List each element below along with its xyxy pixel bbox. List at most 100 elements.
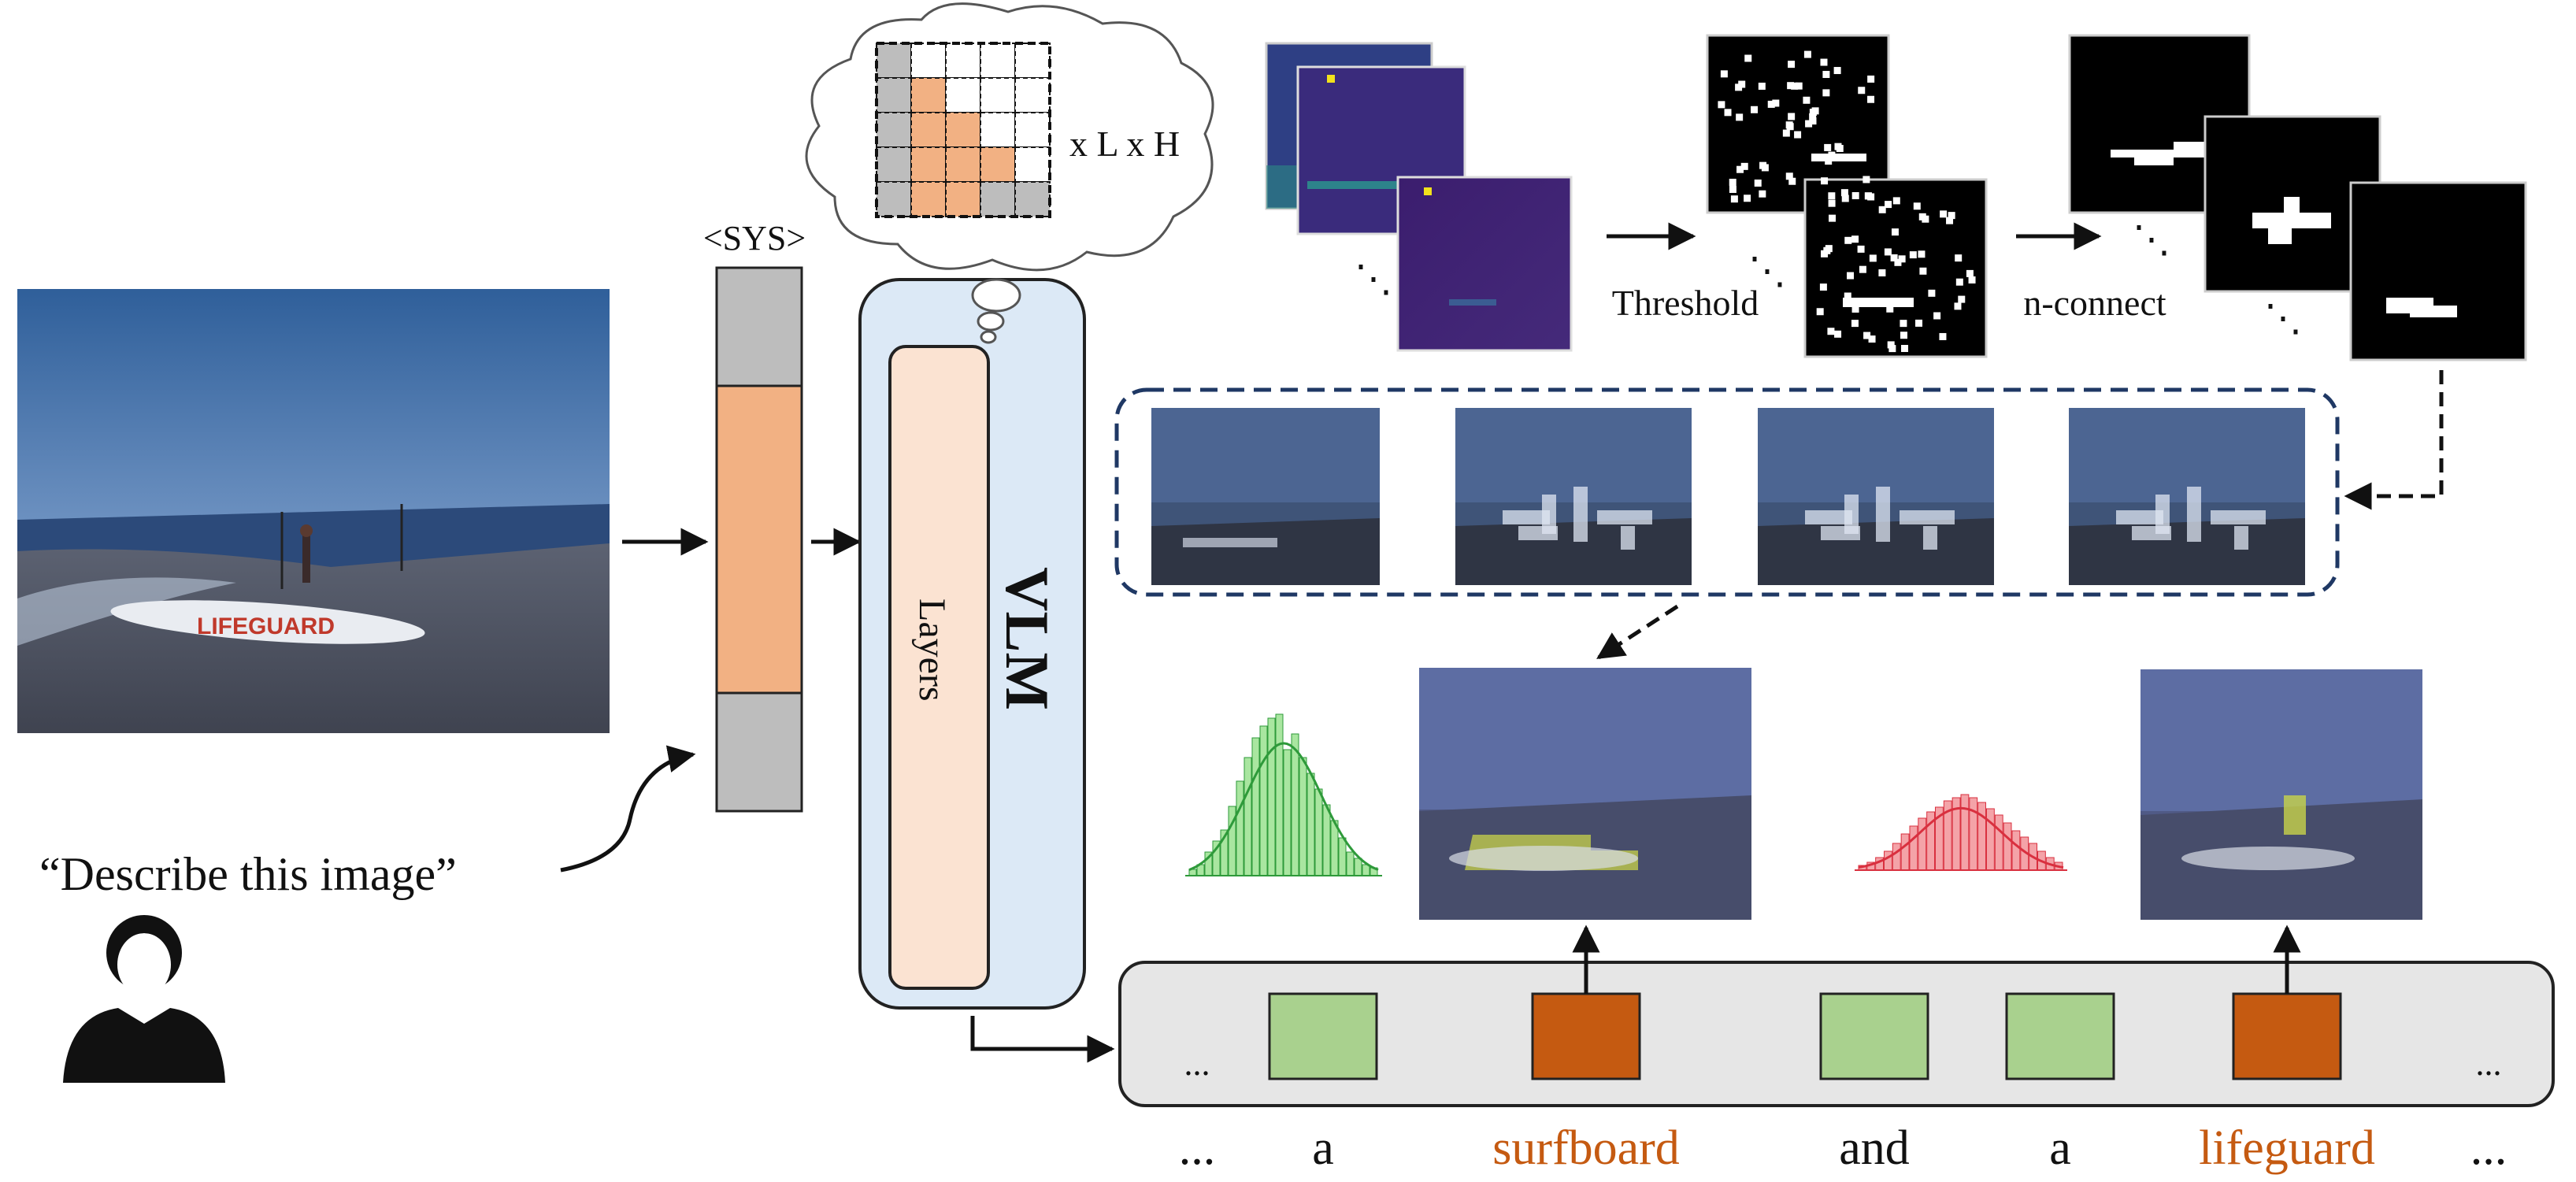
attention-cell <box>945 181 981 217</box>
attention-cell <box>980 112 1016 148</box>
mask-pixel <box>1894 258 1902 266</box>
mask-pixel <box>1791 82 1799 90</box>
input-token-stack <box>715 266 803 813</box>
token-word: and <box>1839 1121 1910 1175</box>
mask-pixel <box>1840 189 1848 197</box>
candidate-mask-block <box>1518 526 1558 540</box>
attention-cell <box>945 146 981 183</box>
candidate-mask-block <box>2234 526 2248 550</box>
histogram-bar <box>1884 850 1892 871</box>
mask-pixel <box>1954 302 1962 310</box>
mask-pixel <box>1740 162 1748 170</box>
sys-label: <SYS> <box>703 219 806 258</box>
candidate-mask-block <box>1900 510 1955 524</box>
attention-cell <box>910 77 947 113</box>
mask-pixel <box>1816 308 1824 316</box>
mask-pixel <box>1785 172 1793 180</box>
candidate-mask-block <box>2132 526 2171 540</box>
vlm-output-arrow <box>970 1016 1115 1063</box>
mask-pixel <box>1744 54 1752 62</box>
histogram-bar <box>1322 804 1331 876</box>
mask-pixel <box>1820 58 1828 66</box>
mask-pixel <box>1809 113 1817 120</box>
mask-pixel <box>1918 250 1926 258</box>
attention-cell <box>910 181 947 217</box>
result-image-lifeguard <box>2140 669 2422 920</box>
token-visual <box>1531 992 1641 1080</box>
vlm-block: Layers VLM <box>858 278 1086 1010</box>
mask-pixel <box>1788 113 1796 120</box>
candidate-sand <box>1151 518 1380 585</box>
token-text <box>1819 992 1929 1080</box>
candidate-mask-block <box>2155 495 2170 534</box>
mask-pixel <box>1901 344 1909 352</box>
candidate-mask-block <box>1597 510 1652 524</box>
candidate-mask-block <box>1876 487 1890 542</box>
mask-pixel <box>1822 89 1830 97</box>
attention-cell <box>980 77 1016 113</box>
mask-pixel <box>1859 265 1866 273</box>
candidate-sky <box>1151 408 1380 502</box>
token-word: surfboard <box>1492 1121 1680 1175</box>
prompt-text: “Describe this image” <box>39 848 457 900</box>
mask-pixel <box>1913 202 1921 210</box>
mask-pixel <box>1834 143 1842 150</box>
mask-pixel <box>1819 283 1827 291</box>
mask-pixel <box>1736 165 1744 173</box>
attention-cell <box>876 77 912 113</box>
mask-pixel <box>1928 289 1936 297</box>
mask-pixel <box>1724 109 1732 117</box>
user-icon <box>63 915 225 1083</box>
mask-pixel <box>1788 177 1796 185</box>
mask-pixel <box>1857 245 1865 253</box>
input-photo: LIFEGUARD <box>17 289 610 733</box>
candidate-mask-block <box>1573 487 1588 542</box>
mask-pixel <box>1887 341 1895 349</box>
mask-pixel <box>1843 298 1914 307</box>
mask-pixel <box>1898 255 1906 263</box>
histogram-bar <box>1291 733 1299 876</box>
layers-label: Layers <box>911 598 953 702</box>
mask-pixel <box>1892 197 1900 205</box>
mask-pixel <box>1827 328 1835 335</box>
mask-pixel <box>1805 120 1813 128</box>
histogram-bar <box>1994 814 2003 871</box>
prompt-arrow <box>560 745 696 873</box>
attention-cell <box>910 112 947 148</box>
mask-pixel <box>1939 332 1947 340</box>
mask-pixel <box>1878 206 1886 213</box>
distribution-green <box>1185 713 1382 876</box>
token-visual <box>2232 992 2342 1080</box>
mask-pixel <box>1851 235 1859 243</box>
prompt-token <box>715 691 803 813</box>
mask-dots: ⋱ <box>1748 250 1786 292</box>
mask-pixel <box>1851 305 1859 313</box>
mask-pixel <box>1788 61 1796 69</box>
grid-multiplier-label: x L x H <box>1069 124 1180 164</box>
token-word: ... <box>1179 1121 1216 1175</box>
mask-pixel <box>1868 335 1876 343</box>
mask-pixel <box>1736 113 1744 121</box>
heatmap-stack: ⋱ <box>1265 42 1573 352</box>
mask-pixel <box>1803 50 1811 58</box>
candidate-mask-block <box>1805 510 1852 524</box>
distribution-red <box>1855 794 2067 871</box>
mask-pixel <box>1885 201 1892 209</box>
mask-pixel <box>1891 228 1899 236</box>
n-connect-label: n-connect <box>2023 283 2166 323</box>
candidate-mask-block <box>2211 510 2266 524</box>
layers-box <box>888 345 990 990</box>
mask-pixel <box>1821 177 1829 185</box>
attention-cell <box>945 112 981 148</box>
token-word: lifeguard <box>2199 1121 2375 1175</box>
attention-grid-border <box>875 42 1051 218</box>
mask-pixel <box>1844 292 1851 300</box>
histogram-bar <box>1244 757 1252 876</box>
histogram-bar <box>1900 833 1910 871</box>
token-word: a <box>1312 1121 1334 1175</box>
mask-pixel <box>1730 195 1738 203</box>
binary-mask-stack: ⋱ <box>1706 34 1988 358</box>
histogram-bar <box>1251 737 1260 876</box>
threshold-label: Threshold <box>1612 283 1759 323</box>
